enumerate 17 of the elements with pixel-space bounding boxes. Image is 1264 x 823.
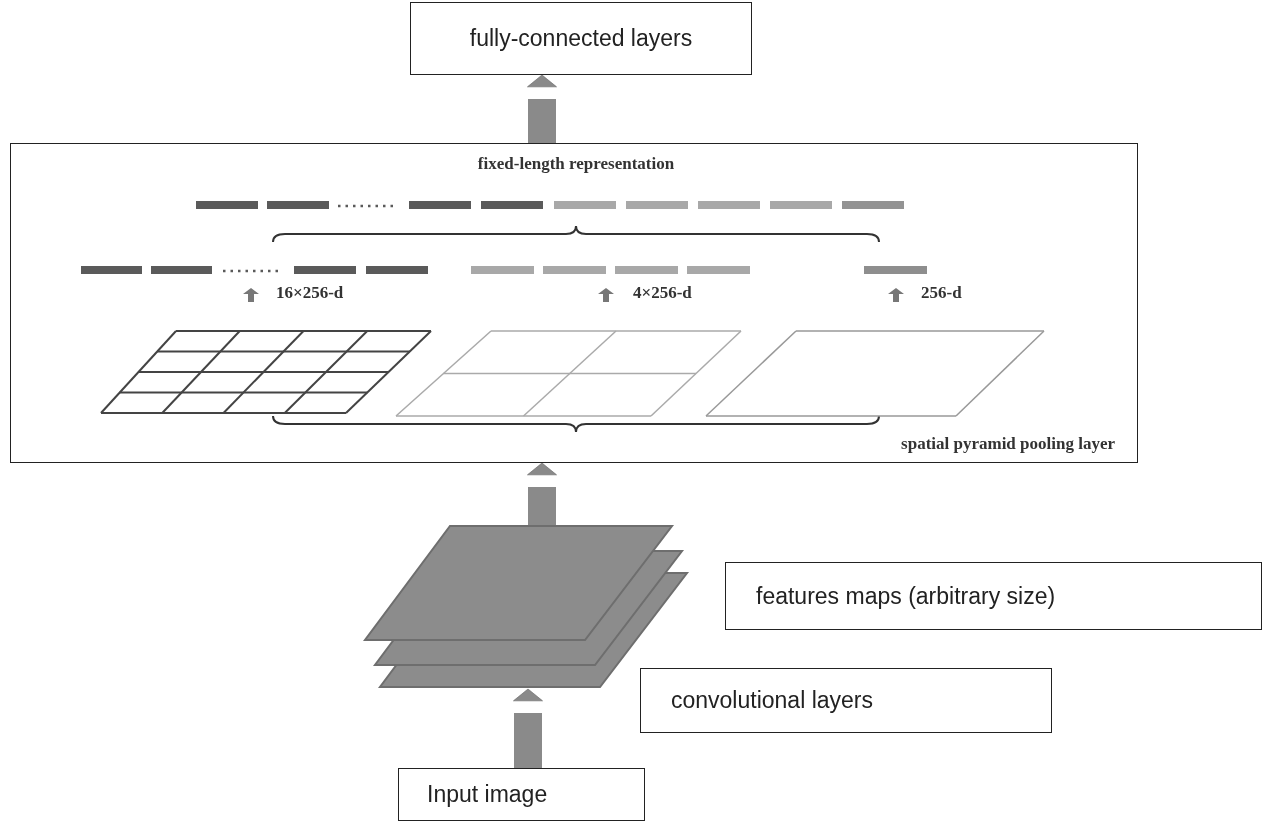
section-caption: spatial pyramid pooling layer: [901, 434, 1115, 454]
label-box: [410, 2, 752, 75]
box-label: fully-connected layers: [469, 25, 693, 52]
block-arrow: [513, 688, 543, 768]
label-box: [640, 668, 1052, 733]
dimension-label: 4×256-d: [633, 283, 692, 303]
block-arrow: [527, 74, 557, 143]
box-label: Input image: [427, 781, 548, 808]
block-arrow: [527, 462, 557, 526]
pooling-panel: [10, 143, 1138, 463]
box-label: convolutional layers: [671, 687, 873, 714]
label-box: [725, 562, 1262, 630]
dimension-label: 16×256-d: [276, 283, 344, 303]
label-box: [398, 768, 645, 821]
box-label: features maps (arbitrary size): [756, 582, 1056, 610]
section-heading: fixed-length representation: [477, 154, 675, 174]
dimension-label: 256-d: [921, 283, 962, 303]
